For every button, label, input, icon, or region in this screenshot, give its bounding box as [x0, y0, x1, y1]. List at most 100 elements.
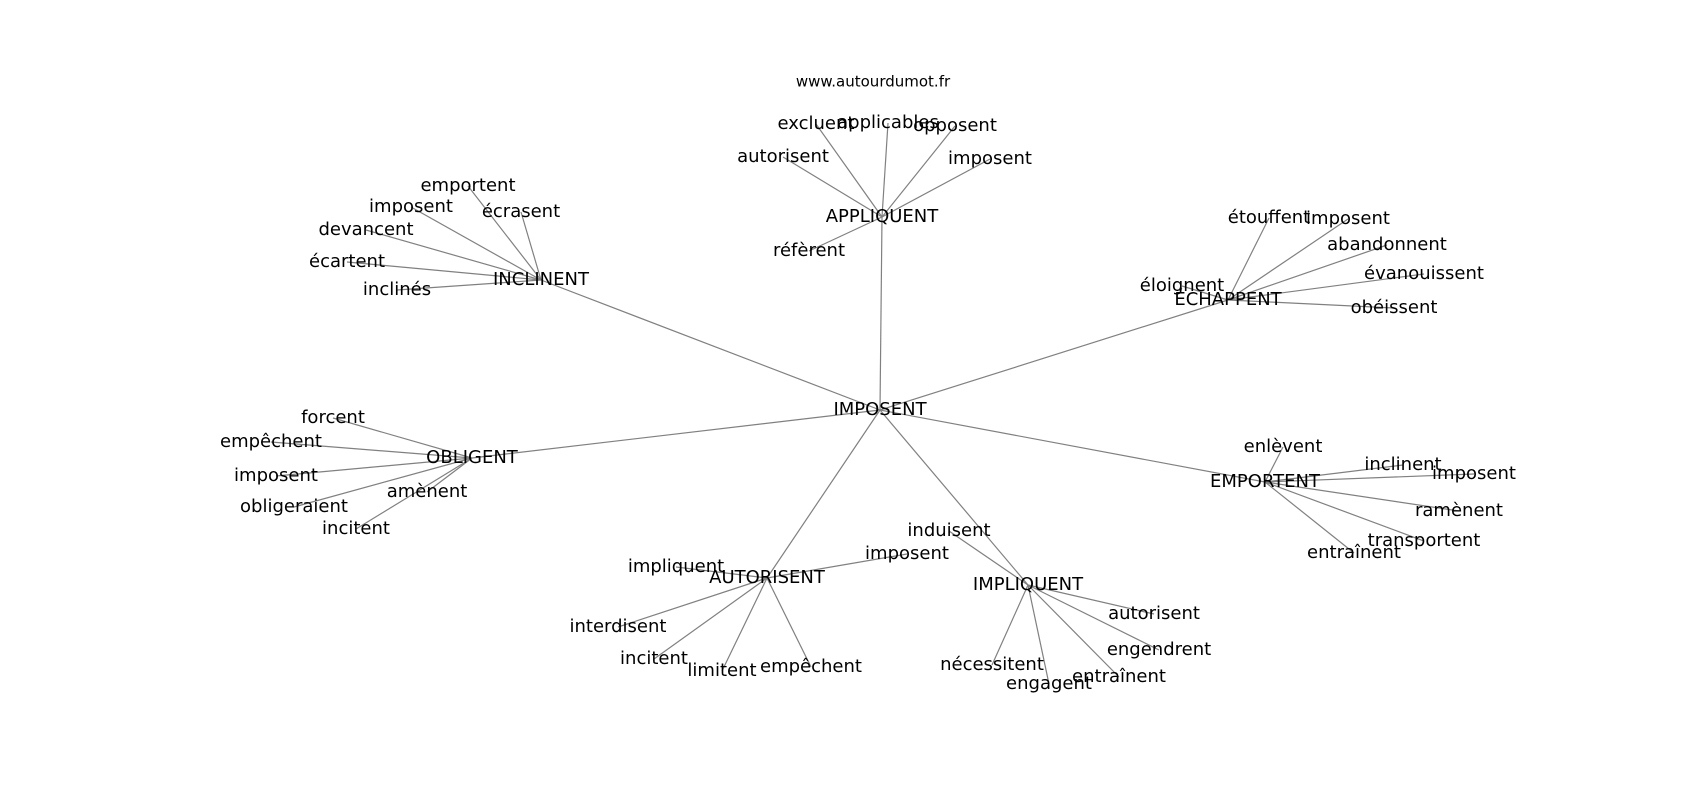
leaf-node-label: éloignent [1140, 275, 1224, 296]
leaf-node-label: excluent [778, 113, 855, 134]
leaf-node-label: impliquent [628, 556, 724, 577]
edge-hub-to-leaf [355, 457, 473, 530]
edge-hub-to-leaf [881, 122, 889, 218]
edge-hub-to-leaf [1264, 464, 1404, 483]
edge-hub-to-leaf [365, 229, 542, 281]
leaf-node-label: écartent [309, 251, 385, 272]
hub-node-label: AUTORISENT [709, 567, 826, 588]
edge-hub-to-leaf [815, 123, 883, 218]
edge-hub-to-leaf [782, 156, 883, 218]
leaf-node-label: imposent [234, 465, 318, 486]
edge-hub-to-leaf [1227, 218, 1349, 301]
edge-hub-to-leaf [721, 577, 768, 672]
edge-hub-to-leaf [653, 577, 768, 660]
source-watermark: www.autourdumot.fr [796, 73, 951, 91]
edge-hub-to-leaf [881, 125, 956, 218]
leaf-node-label: incitent [322, 518, 390, 539]
edge-center-to-hub [766, 409, 881, 579]
leaf-node-label: écrasent [482, 201, 560, 222]
edge-hub-to-leaf [410, 206, 542, 281]
leaf-node-label: engagent [1006, 673, 1092, 694]
edge-hub-to-leaf [270, 441, 473, 459]
edge-hub-to-leaf [881, 158, 991, 218]
edge-hub-to-leaf [332, 417, 473, 459]
hub-node-label: INCLINENT [493, 269, 590, 290]
leaf-node-label: transportent [1368, 530, 1481, 551]
leaf-node-label: emportent [420, 175, 515, 196]
hub-node-label: OBLIGENT [426, 447, 519, 468]
leaf-node-label: autorisent [737, 146, 829, 167]
leaf-node-label: imposent [1306, 208, 1390, 229]
leaf-node-label: empêchent [760, 656, 862, 677]
leaf-node-label: inclinés [363, 279, 431, 300]
edge-hub-to-leaf [766, 553, 908, 579]
edge-hub-to-leaf [1264, 446, 1284, 483]
edge-center-to-hub [471, 409, 881, 459]
edge-hub-to-leaf [1227, 244, 1388, 301]
leaf-node-label: abandonnent [1327, 234, 1447, 255]
edge-hub-to-leaf [1227, 217, 1270, 301]
edge-center-to-hub [879, 216, 883, 411]
leaf-node-label: inclinent [1364, 454, 1441, 475]
leaf-node-label: induisent [907, 520, 990, 541]
edge-hub-to-leaf [275, 457, 473, 477]
leaf-node-label: applicables [837, 112, 939, 133]
hub-node-label: APPLIQUENT [826, 206, 940, 227]
leaf-node-label: amènent [387, 481, 468, 502]
leaf-node-label: imposent [1432, 463, 1516, 484]
edge-hub-to-leaf [1264, 481, 1355, 554]
edge-hub-to-leaf [346, 261, 542, 281]
leaf-node-label: imposent [948, 148, 1032, 169]
hub-node-label: IMPLIQUENT [973, 574, 1084, 595]
leaf-node-label: limitent [687, 660, 756, 681]
edge-hub-to-leaf [808, 216, 883, 252]
leaf-node-label: opposent [913, 115, 997, 136]
edge-hub-to-leaf [617, 577, 768, 628]
leaf-node-label: imposent [865, 543, 949, 564]
edge-center-to-hub [540, 279, 881, 411]
leaf-node-label: devancent [318, 219, 413, 240]
center-node-label: IMPOSENT [833, 399, 927, 420]
edge-hub-to-leaf [1027, 584, 1155, 615]
leaf-node-label: évanouissent [1364, 263, 1484, 284]
edge-hub-to-leaf [1227, 273, 1425, 301]
edge-hub-to-leaf [520, 211, 542, 281]
edge-hub-to-leaf [1227, 299, 1395, 309]
leaf-node-label: réfèrent [773, 240, 845, 261]
edge-center-to-hub [879, 409, 1266, 483]
leaf-node-label: incitent [620, 648, 688, 669]
leaf-node-label: entraînent [1307, 542, 1401, 563]
graph-labels: IMPOSENT APPLIQUENT excluentapplicablesopp… [220, 112, 1516, 694]
edge-hub-to-leaf [1027, 584, 1160, 651]
edge-hub-to-leaf [991, 584, 1029, 666]
edge-hub-to-leaf [396, 279, 542, 291]
leaf-node-label: obéissent [1351, 297, 1438, 318]
hub-node-label: EMPORTENT [1210, 471, 1321, 492]
leaf-node-label: autorisent [1108, 603, 1200, 624]
edge-hub-to-leaf [1264, 481, 1460, 512]
leaf-node-label: entraînent [1072, 666, 1166, 687]
edge-hub-to-leaf [1027, 584, 1050, 685]
edge-hub-to-leaf [1027, 584, 1120, 678]
leaf-node-label: forcent [301, 407, 365, 428]
edge-center-to-hub [879, 409, 1029, 586]
leaf-node-label: étouffent [1228, 207, 1311, 228]
leaf-node-label: enlèvent [1244, 436, 1323, 457]
edge-hub-to-leaf [1264, 481, 1425, 542]
edge-hub-to-leaf [426, 457, 473, 493]
edge-hub-to-leaf [948, 530, 1029, 586]
leaf-node-label: obligeraient [240, 496, 348, 517]
edge-hub-to-leaf [1264, 473, 1475, 483]
leaf-node-label: nécessitent [940, 654, 1044, 675]
leaf-node-label: empêchent [220, 431, 322, 452]
leaf-node-label: ramènent [1415, 500, 1503, 521]
edge-hub-to-leaf [1181, 285, 1229, 301]
edge-hub-to-leaf [766, 577, 812, 668]
edge-hub-to-leaf [293, 457, 473, 508]
leaf-node-label: engendrent [1107, 639, 1211, 660]
leaf-node-label: interdisent [570, 616, 667, 637]
leaf-node-label: imposent [369, 196, 453, 217]
edge-center-to-hub [879, 299, 1229, 411]
edge-hub-to-leaf [467, 185, 542, 281]
